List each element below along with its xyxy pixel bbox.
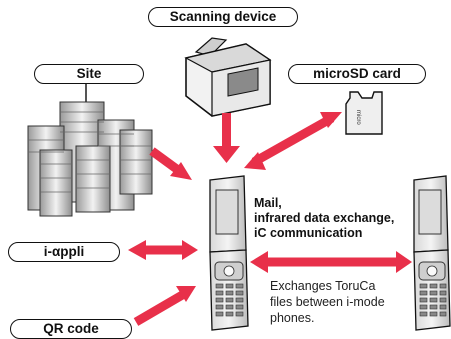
- arrow-iappli-phone: [128, 240, 198, 260]
- caption-line: phones.: [270, 311, 315, 325]
- qr-code-label: QR code: [10, 319, 132, 339]
- microsd-card-label: microSD card: [288, 64, 426, 84]
- scanning-device-label: Scanning device: [148, 7, 298, 27]
- caption-line: files between i-mode: [270, 295, 385, 309]
- phone-icon-right: [413, 175, 451, 331]
- site-label: Site: [34, 64, 144, 84]
- caption-line: infrared data exchange,: [254, 211, 395, 225]
- arrow-scanner-to-phone: [213, 113, 240, 163]
- buildings-icon: [27, 76, 153, 217]
- arrows: [128, 112, 412, 326]
- caption-line: iC communication: [254, 226, 363, 240]
- caption-line: Mail,: [254, 196, 282, 210]
- microsd-card-icon: micro: [345, 91, 383, 135]
- arrow-phone-to-phone: [250, 251, 412, 273]
- caption-line: Exchanges ToruCa: [270, 279, 376, 293]
- scanner-icon: [184, 37, 272, 117]
- arrow-microsd-phone: [244, 112, 342, 170]
- arrow-site-to-phone: [149, 147, 192, 180]
- phone-icon-center: [209, 175, 249, 331]
- i-appli-label: i-αppli: [8, 242, 120, 262]
- arrow-qr-to-phone: [133, 286, 196, 326]
- microsd-logo-text: micro: [355, 110, 361, 125]
